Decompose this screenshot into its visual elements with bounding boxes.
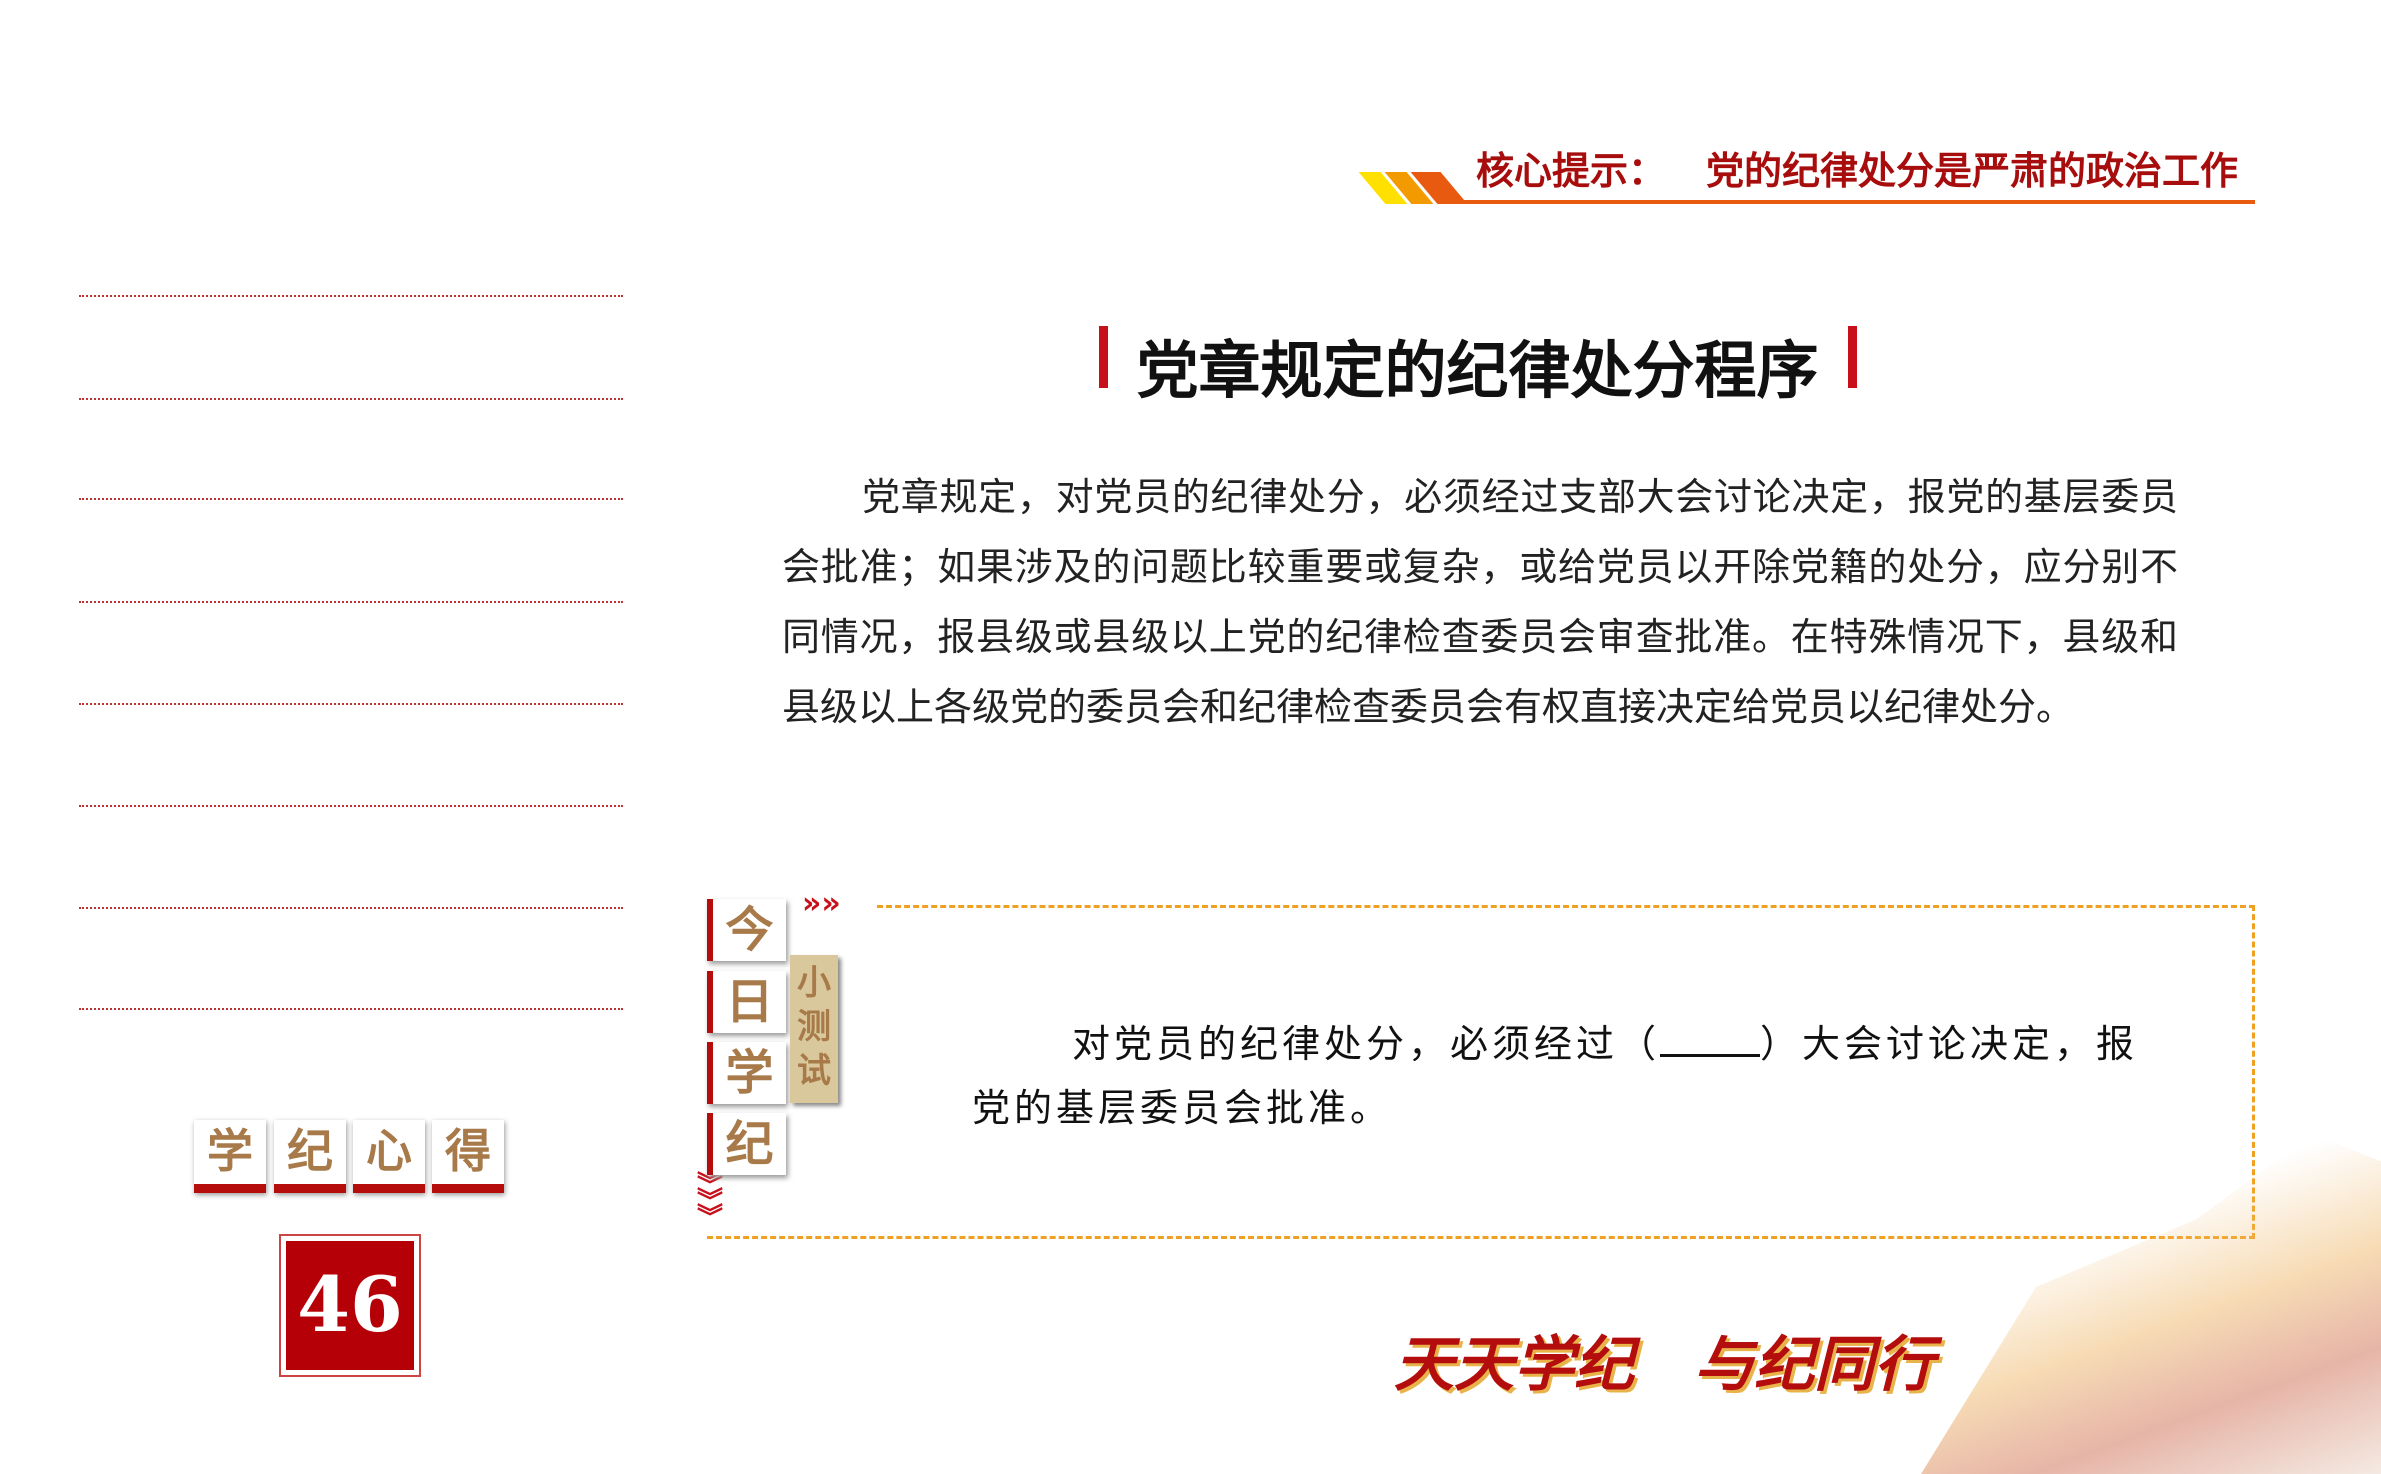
core-tip-label: 核心提示： (1476, 149, 1667, 193)
header-underline (1440, 200, 2255, 204)
quiz-tile: 今 (707, 899, 786, 961)
slogan: 天天学纪 与纪同行 (1394, 1330, 1934, 1400)
section-title: 党章规定的纪律处分程序 (1136, 334, 1819, 407)
core-tip-text: 党的纪律处分是严肃的政治工作 (1706, 149, 2239, 193)
note-line (79, 805, 623, 807)
page-number: 46 (286, 1241, 414, 1370)
title-bar-left (1099, 326, 1108, 388)
note-line (79, 1008, 623, 1010)
title-bar-right (1848, 326, 1857, 388)
note-line (79, 907, 623, 909)
note-line (79, 703, 623, 705)
quiz-box (707, 905, 2255, 1239)
notes-tile: 学 (194, 1120, 266, 1193)
note-line (79, 498, 623, 500)
notes-tile: 心 (353, 1120, 425, 1193)
note-line (79, 295, 623, 297)
quiz-tile: 学 (707, 1042, 786, 1104)
page-number-box: 46 (279, 1234, 421, 1377)
quiz-question: 对党员的纪律处分，必须经过（）大会讨论决定，报党的基层委员会批准。 (972, 1012, 2172, 1140)
body-paragraph: 党章规定，对党员的纪律处分，必须经过支部大会讨论决定，报党的基层委员会批准；如果… (782, 475, 2178, 729)
quiz-border-top (877, 905, 2255, 908)
chevrons-down-icon: ︾︾︾ (697, 1171, 724, 1233)
answer-blank[interactable] (1660, 1027, 1761, 1057)
quiz-tile: 日 (707, 971, 786, 1033)
quiz-tile: 纪 (707, 1113, 786, 1175)
note-line (79, 398, 623, 400)
notes-tile: 纪 (274, 1120, 346, 1193)
quiz-side-label: 小测试 (790, 955, 838, 1103)
core-tip-header: 核心提示： 党的纪律处分是严肃的政治工作 (1476, 140, 2238, 195)
chevrons-right-icon: »» (802, 886, 841, 921)
question-part2: ）大会讨论决定，报党的基层委员会批准。 (972, 1022, 2139, 1130)
question-part1: 对党员的纪律处分，必须经过（ (1072, 1022, 1661, 1066)
note-line (79, 601, 623, 603)
notes-tile: 得 (432, 1120, 504, 1193)
